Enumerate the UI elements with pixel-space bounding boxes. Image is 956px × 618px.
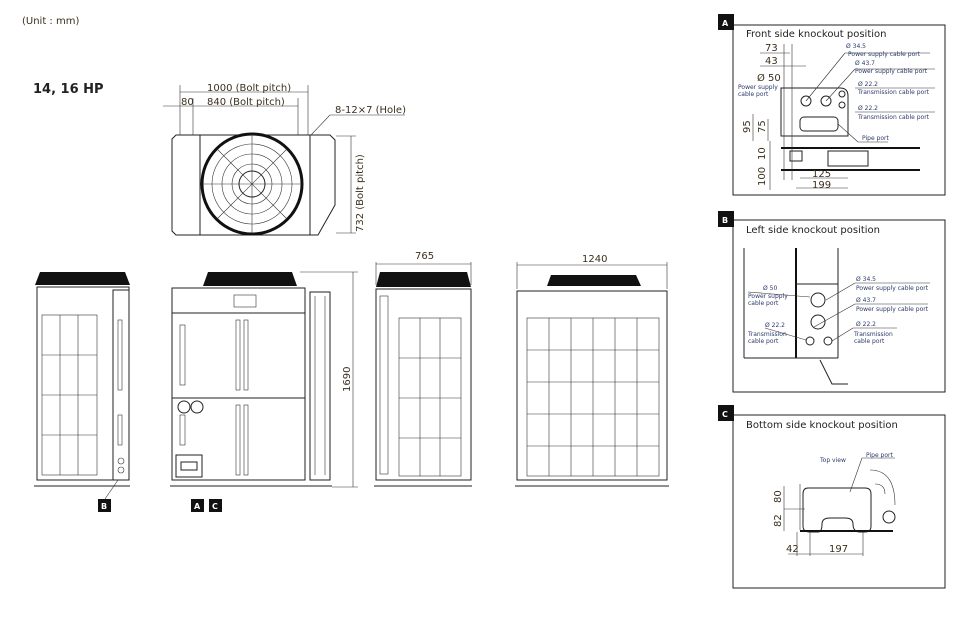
width-dimension: 1240 xyxy=(582,254,607,265)
top-view: 1000 (Bolt pitch) 80 840 (Bolt pitch) 8-… xyxy=(163,83,406,236)
svg-text:cable port: cable port xyxy=(738,91,769,98)
svg-text:Ø 43.7: Ø 43.7 xyxy=(856,297,876,304)
bolt-pitch-outer: 1000 (Bolt pitch) xyxy=(207,83,291,94)
svg-text:Transmission: Transmission xyxy=(747,331,787,338)
inset-b-title: Left side knockout position xyxy=(746,225,880,236)
svg-text:Power supply cable port: Power supply cable port xyxy=(856,306,929,313)
svg-text:Ø 22.2: Ø 22.2 xyxy=(858,81,878,88)
svg-text:B: B xyxy=(722,216,728,225)
bolt-pitch-inner: 840 (Bolt pitch) xyxy=(207,97,285,108)
svg-text:42: 42 xyxy=(786,544,799,555)
svg-text:Power supply cable port: Power supply cable port xyxy=(856,285,929,292)
svg-text:Ø 22.2: Ø 22.2 xyxy=(858,105,878,112)
unit-note: (Unit : mm) xyxy=(22,16,79,27)
hole-label: 8-12×7 (Hole) xyxy=(335,105,406,116)
svg-text:75: 75 xyxy=(757,120,768,133)
svg-text:Ø 34.5: Ø 34.5 xyxy=(846,43,866,50)
left-side-view xyxy=(34,272,130,487)
svg-text:Pipe port: Pipe port xyxy=(862,135,890,142)
svg-text:125: 125 xyxy=(812,169,831,180)
svg-text:Power supply cable port: Power supply cable port xyxy=(848,51,921,58)
inset-left-knockout: B Left side knockout position Ø 50 Power… xyxy=(718,211,946,393)
height-dimension: 1690 xyxy=(342,367,353,392)
svg-text:Pipe port: Pipe port xyxy=(866,452,894,459)
inset-c-title: Bottom side knockout position xyxy=(746,420,898,431)
svg-text:100: 100 xyxy=(757,167,768,186)
svg-text:197: 197 xyxy=(829,544,848,555)
svg-text:80: 80 xyxy=(773,490,784,503)
svg-text:82: 82 xyxy=(773,514,784,527)
model-label: 14, 16 HP xyxy=(33,82,104,97)
svg-text:10: 10 xyxy=(757,147,768,160)
svg-text:Ø 22.2: Ø 22.2 xyxy=(856,321,876,328)
svg-text:73: 73 xyxy=(765,43,778,54)
svg-text:Transmission: Transmission xyxy=(853,331,893,338)
rear-view: 1240 xyxy=(515,254,669,487)
bolt-pitch-depth: 732 (Bolt pitch) xyxy=(355,154,366,232)
badge-a: A xyxy=(191,499,204,512)
svg-text:Transmission cable port: Transmission cable port xyxy=(857,114,930,121)
badge-c: C xyxy=(209,499,222,512)
inset-bottom-knockout: C Bottom side knockout position Top view… xyxy=(718,405,946,589)
front-view: 1690 xyxy=(170,271,358,488)
right-side-view: 765 xyxy=(374,251,472,487)
svg-text:Ø 50: Ø 50 xyxy=(757,72,781,84)
svg-text:A: A xyxy=(722,19,729,28)
svg-text:Ø 22.2: Ø 22.2 xyxy=(765,322,785,329)
svg-text:B: B xyxy=(101,502,107,511)
depth-dimension: 765 xyxy=(415,251,434,262)
inset-a-title: Front side knockout position xyxy=(746,29,886,40)
svg-text:Ø 50: Ø 50 xyxy=(763,285,777,292)
svg-text:cable port: cable port xyxy=(748,338,779,345)
svg-text:A: A xyxy=(194,502,201,511)
svg-text:Ø 43.7: Ø 43.7 xyxy=(855,60,875,67)
svg-text:Top view: Top view xyxy=(819,457,846,464)
svg-text:43: 43 xyxy=(765,56,778,67)
svg-text:Ø 34.5: Ø 34.5 xyxy=(856,276,876,283)
badge-b: B xyxy=(98,479,119,512)
svg-text:Transmission cable port: Transmission cable port xyxy=(857,89,930,96)
svg-text:199: 199 xyxy=(812,180,831,191)
svg-text:Power supply: Power supply xyxy=(748,293,788,300)
svg-text:cable port: cable port xyxy=(748,300,779,307)
svg-text:C: C xyxy=(212,502,218,511)
svg-text:Power supply: Power supply xyxy=(738,84,778,91)
svg-text:Power supply cable port: Power supply cable port xyxy=(855,68,928,75)
svg-text:cable port: cable port xyxy=(854,338,885,345)
inset-front-knockout: A Front side knockout position 73 43 Ø 5… xyxy=(718,14,946,196)
svg-text:C: C xyxy=(722,410,728,419)
svg-text:95: 95 xyxy=(742,120,753,133)
offset-80: 80 xyxy=(181,97,194,108)
